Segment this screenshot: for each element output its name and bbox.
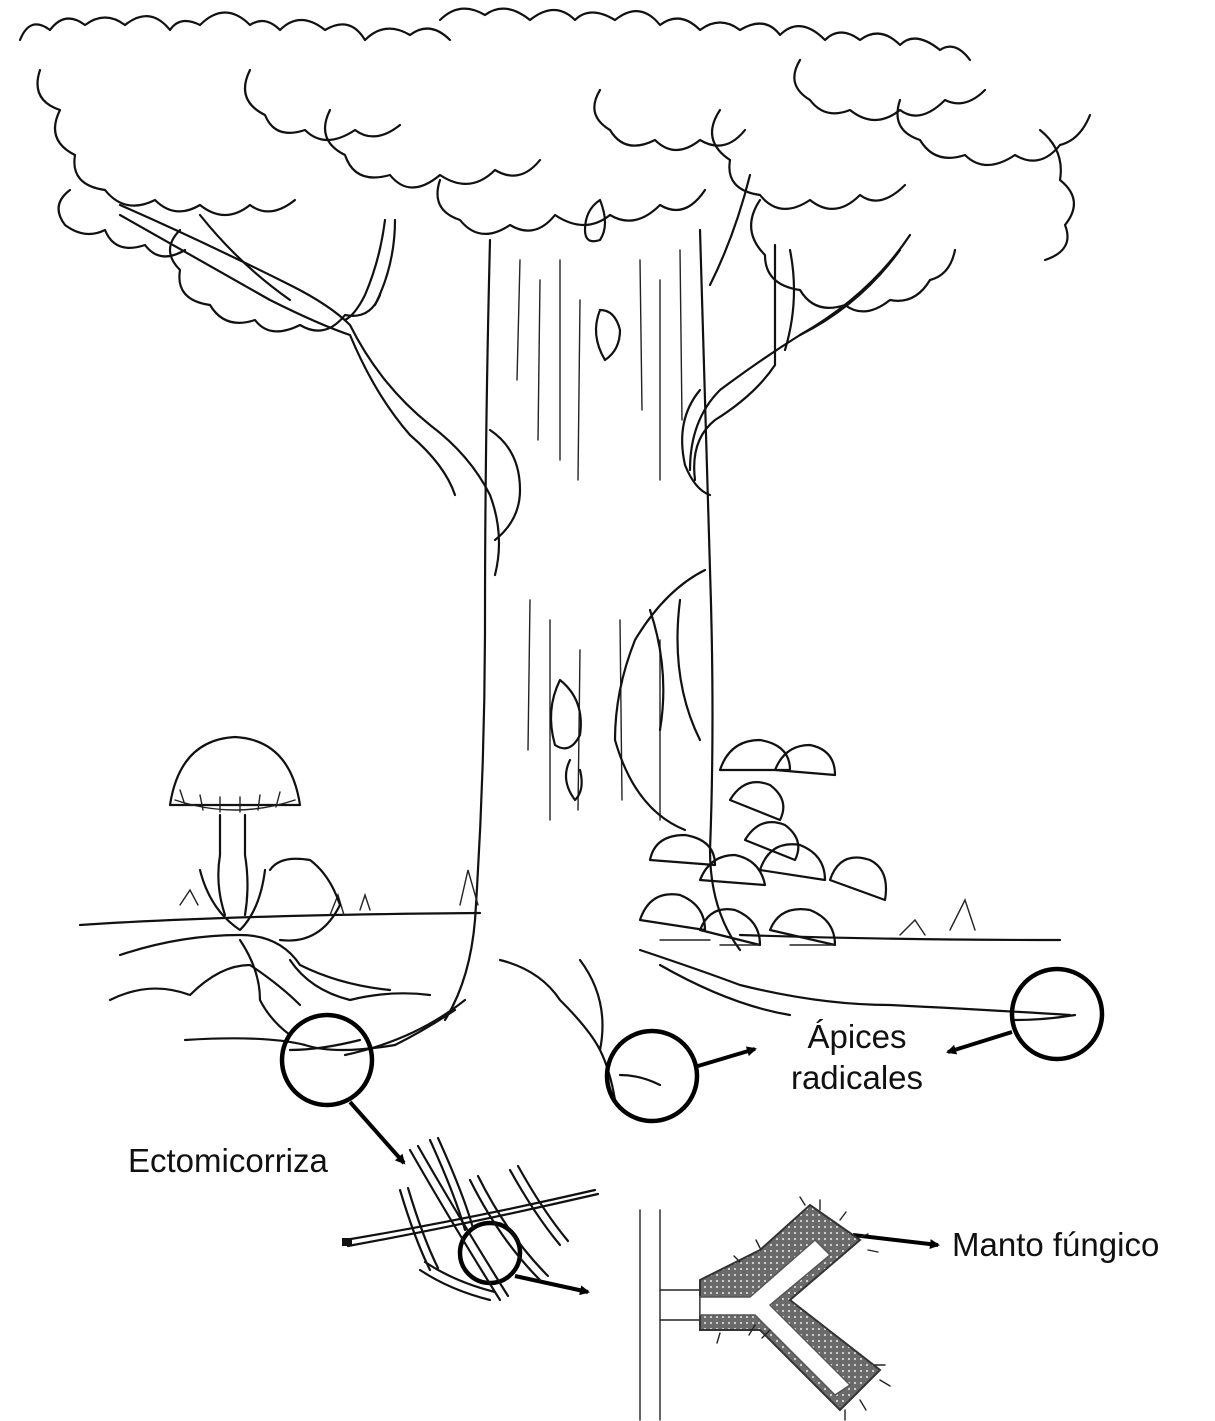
label-apices-line1: Ápices (782, 1016, 932, 1057)
tree-branches (120, 175, 910, 575)
arrow-to-apices-right (948, 1032, 1012, 1052)
label-apices-line2: radicales (782, 1057, 932, 1098)
arrow-to-apices-left (698, 1049, 755, 1066)
mushroom-left (170, 737, 340, 941)
label-apices-radicales: Ápices radicales (782, 1016, 932, 1099)
tree-trunk (445, 230, 740, 1020)
arrow-to-manto-fungico (853, 1235, 938, 1245)
label-manto-fungico: Manto fúngico (952, 1224, 1159, 1265)
arrow-to-mantle-detail (515, 1276, 588, 1292)
mantle-cross-section (640, 1197, 890, 1420)
grass-tufts (180, 870, 975, 935)
root-tip-c (1015, 1015, 1075, 1020)
mushroom-cluster (640, 740, 886, 945)
tree-canopy (20, 9, 1090, 332)
label-ectomicorriza: Ectomicorriza (128, 1140, 328, 1181)
arrow-to-ectomycorrhiza (350, 1102, 404, 1163)
root-tip-b (620, 1075, 660, 1085)
circle-ectomycorrhiza-root (282, 1015, 372, 1105)
